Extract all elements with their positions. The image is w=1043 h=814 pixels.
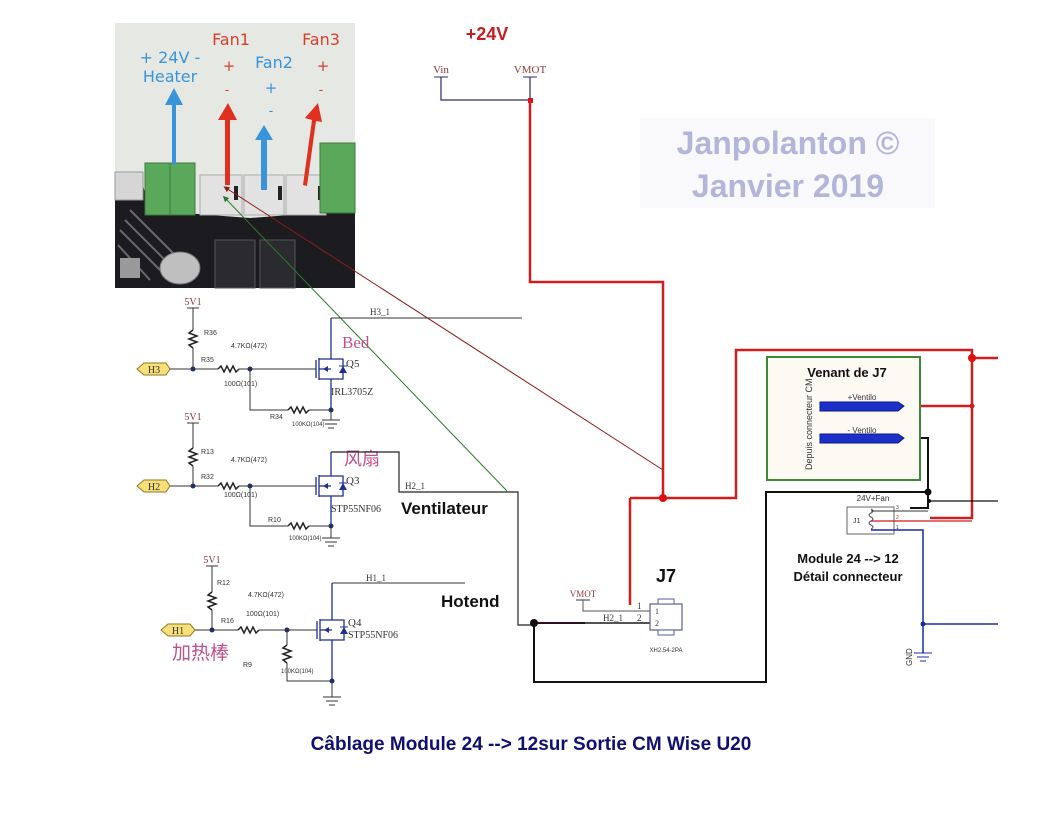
vin-label: Vin <box>433 64 449 76</box>
svg-text:H3: H3 <box>148 365 160 376</box>
svg-text:4.7KΩ(472): 4.7KΩ(472) <box>231 343 267 350</box>
svg-text:4.7KΩ(472): 4.7KΩ(472) <box>231 457 267 464</box>
heater-voltage-label: + 24V - <box>140 48 201 67</box>
svg-text:R36: R36 <box>204 330 217 337</box>
svg-text:100Ω(101): 100Ω(101) <box>246 611 279 618</box>
module-box-side-label: Depuis connecteur CM <box>804 378 814 470</box>
module-caption-line2: Détail connecteur <box>793 569 902 584</box>
svg-text:100Ω(101): 100Ω(101) <box>224 381 257 388</box>
svg-text:Q4: Q4 <box>348 617 362 629</box>
board-photo: + 24V - Heater Fan1 + - Fan2 + - Fan3 + … <box>114 23 356 289</box>
watermark-date: Janvier 2019 <box>692 168 884 204</box>
plus-ventilo-pin <box>819 401 905 412</box>
supply-title: +24V <box>466 24 509 44</box>
module-box-title: Venant de J7 <box>807 365 886 380</box>
ventilateur-label: Ventilateur <box>401 499 488 518</box>
svg-text:100Ω(101): 100Ω(101) <box>224 492 257 499</box>
svg-text:100KΩ(104): 100KΩ(104) <box>292 422 325 428</box>
fan3-arrow-icon <box>303 103 322 186</box>
svg-text:H1: H1 <box>172 626 184 637</box>
minus-ventilo-pin <box>819 433 905 444</box>
heater-label: Heater <box>143 67 198 86</box>
svg-text:24V+Fan: 24V+Fan <box>857 494 890 503</box>
svg-text:4.7KΩ(472): 4.7KΩ(472) <box>248 592 284 599</box>
watermark: Janpolanton © Janvier 2019 <box>640 118 935 208</box>
svg-text:5V1: 5V1 <box>203 555 220 566</box>
svg-text:Q3: Q3 <box>346 475 360 487</box>
svg-text:H2: H2 <box>148 482 160 493</box>
svg-text:5V1: 5V1 <box>184 297 201 308</box>
fan1-label: Fan1 <box>212 30 250 49</box>
diagram-title: Câblage Module 24 --> 12sur Sortie CM Wi… <box>311 734 752 755</box>
svg-text:1: 1 <box>655 607 659 616</box>
gnd-label: GND <box>905 648 914 666</box>
j7-title: J7 <box>656 566 676 586</box>
vmot-label: VMOT <box>514 64 547 76</box>
svg-text:H3_1: H3_1 <box>370 307 390 317</box>
circuit-h2: 5V1 R13 4.7KΩ(472) R32 H2 100Ω(101) R10 … <box>136 412 534 626</box>
svg-text:2: 2 <box>637 613 642 623</box>
svg-text:H1_1: H1_1 <box>366 573 386 583</box>
fan2-arrow-icon <box>255 125 273 190</box>
fan3-label: Fan3 <box>302 30 340 49</box>
module-caption-line1: Module 24 --> 12 <box>797 551 899 566</box>
j7-connector: J7 VMOT H2_1 1 2 1 2 XH2.54-2PA <box>534 566 683 654</box>
heater-arrow-icon <box>165 88 183 165</box>
module-box: Venant de J7 Depuis connecteur CM +Venti… <box>766 356 921 481</box>
svg-text:R12: R12 <box>217 580 230 587</box>
supply-section: +24V Vin VMOT <box>433 24 546 103</box>
svg-text:2: 2 <box>896 515 899 521</box>
svg-text:- Ventilo: - Ventilo <box>848 426 877 435</box>
fan3-plus: + <box>317 57 330 75</box>
svg-text:R10: R10 <box>268 517 281 524</box>
svg-text:+Ventilo: +Ventilo <box>848 393 877 402</box>
svg-text:5V1: 5V1 <box>184 412 201 423</box>
watermark-author: Janpolanton © <box>677 125 900 161</box>
svg-text:1: 1 <box>637 601 642 611</box>
svg-text:R9: R9 <box>243 662 252 669</box>
j1-connector: 24V+Fan J1 3 2 1 GND <box>846 494 998 666</box>
svg-text:IRL3705Z: IRL3705Z <box>331 387 373 398</box>
svg-text:J1: J1 <box>853 518 861 525</box>
fan2-plus: + <box>265 79 278 97</box>
svg-text:R34: R34 <box>270 414 283 421</box>
svg-text:R13: R13 <box>201 449 214 456</box>
fan1-plus: + <box>223 57 236 75</box>
svg-text:1: 1 <box>896 525 899 531</box>
fan2-label: Fan2 <box>255 53 293 72</box>
svg-text:H2_1: H2_1 <box>405 481 425 491</box>
circuit-h3: 5V1 R36 4.7KΩ(472) R35 H3 100Ω(101) R34 … <box>136 297 522 429</box>
svg-text:Q5: Q5 <box>346 358 360 370</box>
circuit-h1: 5V1 R12 4.7KΩ(472) 100Ω(101) R16 H1 R9 1… <box>160 555 500 706</box>
bed-label: Bed <box>342 333 370 352</box>
hotend-label: Hotend <box>441 592 500 611</box>
fan3-minus: - <box>319 83 324 98</box>
fan1-minus: - <box>225 83 230 98</box>
svg-text:XH2.54-2PA: XH2.54-2PA <box>650 648 683 654</box>
svg-text:STP55NF06: STP55NF06 <box>331 504 381 515</box>
hotend-chinese-label: 加热棒 <box>172 642 229 664</box>
ventilateur-pointer-line <box>222 195 508 492</box>
fan1-arrow-icon <box>218 103 237 185</box>
svg-text:VMOT: VMOT <box>570 589 597 599</box>
svg-text:R16: R16 <box>221 618 234 625</box>
svg-text:R32: R32 <box>201 474 214 481</box>
svg-text:H2_1: H2_1 <box>603 613 623 623</box>
svg-text:3: 3 <box>896 505 899 511</box>
svg-text:STP55NF06: STP55NF06 <box>348 630 398 641</box>
fan2-minus: - <box>269 104 274 119</box>
svg-text:100KΩ(104): 100KΩ(104) <box>289 536 322 542</box>
svg-text:100KΩ(104): 100KΩ(104) <box>281 669 314 675</box>
fan-chinese-label: 风扇 <box>344 449 380 469</box>
svg-text:2: 2 <box>655 619 659 628</box>
fan1-pointer-line <box>223 186 664 471</box>
svg-text:R35: R35 <box>201 357 214 364</box>
